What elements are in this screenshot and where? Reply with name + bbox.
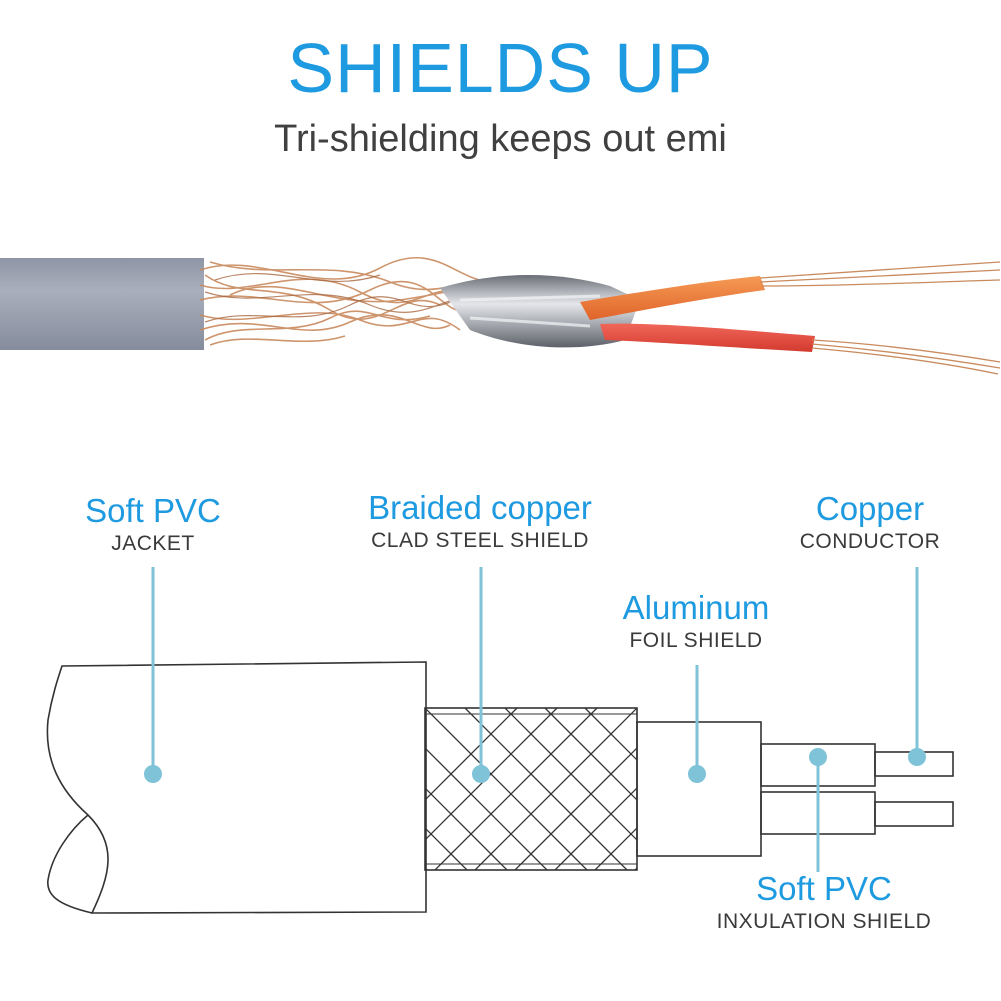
label-foil-main: Aluminum [622, 589, 770, 626]
dot-insulation [809, 748, 827, 766]
dot-foil [688, 765, 706, 783]
photo-conductors [759, 261, 1001, 375]
dot-braid [472, 765, 490, 783]
label-jacket-sub: JACKET [111, 532, 195, 555]
label-braid-sub: CLAD STEEL SHIELD [371, 529, 589, 552]
diagram-braid [424, 707, 638, 871]
photo-braid [199, 256, 521, 346]
label-insulation-main: Soft PVC [756, 870, 892, 907]
diagram-jacket [46, 661, 427, 914]
label-braid-main: Braided copper [368, 489, 592, 526]
diagram-conductor-bottom [874, 801, 954, 827]
photo-wire-red [600, 323, 815, 352]
diagram-foil [636, 721, 762, 857]
photo-jacket [0, 258, 204, 350]
label-insulation-sub: INXULATION SHIELD [716, 910, 932, 933]
label-jacket-main: Soft PVC [85, 492, 221, 529]
label-jacket: Soft PVC JACKET [48, 492, 258, 558]
label-insulation: Soft PVC INXULATION SHIELD [686, 870, 962, 936]
page-title: SHIELDS UP [287, 29, 714, 107]
dot-conductor [908, 748, 926, 766]
label-conductor-sub: CONDUCTOR [799, 530, 941, 553]
photo-foil [440, 275, 640, 348]
label-foil: Aluminum FOIL SHIELD [596, 589, 796, 655]
label-foil-sub: FOIL SHIELD [629, 629, 763, 652]
label-conductor: Copper CONDUCTOR [780, 490, 960, 556]
photo-wire-orange [580, 276, 765, 320]
dot-jacket [144, 765, 162, 783]
label-braid: Braided copper CLAD STEEL SHIELD [330, 489, 630, 555]
label-conductor-main: Copper [815, 490, 925, 527]
page-subtitle: Tri-shielding keeps out emi [274, 118, 727, 160]
